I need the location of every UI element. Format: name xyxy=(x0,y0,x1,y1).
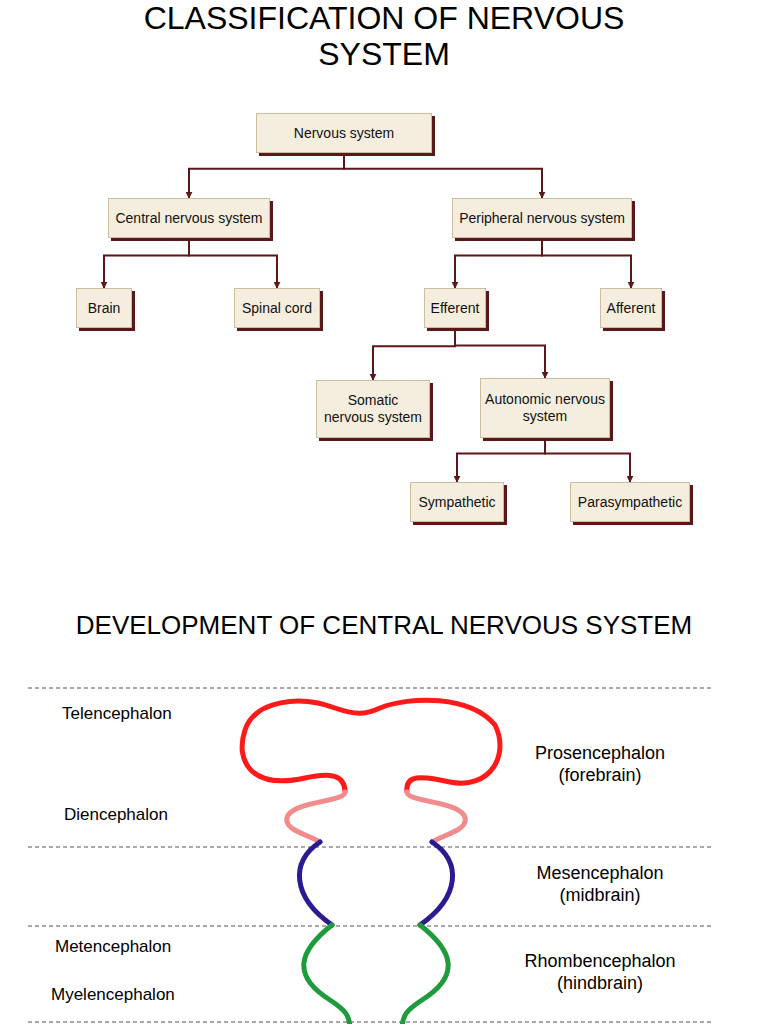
tree-connector xyxy=(455,328,545,378)
classification-box: Peripheral nervous system xyxy=(452,198,632,238)
diencephalon-outline xyxy=(287,792,345,842)
box-label: Nervous system xyxy=(294,125,394,142)
vesicle-label: Prosencephalon (forebrain) xyxy=(505,742,695,786)
divider-line xyxy=(28,847,712,848)
classification-box: Somatic nervous system xyxy=(316,380,430,438)
box-label: Parasympathetic xyxy=(578,494,682,511)
box-label: Autonomic nervous system xyxy=(485,391,605,425)
region-label: Metencephalon xyxy=(55,937,255,957)
divider-line xyxy=(28,1022,712,1023)
classification-box: Parasympathetic xyxy=(570,482,690,522)
vesicle-label: Rhombencephalon (hindbrain) xyxy=(490,950,710,994)
diagram-title: CLASSIFICATION OF NERVOUS SYSTEM xyxy=(0,0,768,72)
classification-box: Brain xyxy=(76,288,132,328)
mesencephalon-outline xyxy=(420,842,453,925)
box-label: Afferent xyxy=(607,300,656,317)
region-label: Telencephalon xyxy=(62,704,262,724)
box-label: Peripheral nervous system xyxy=(459,210,625,227)
classification-box: Sympathetic xyxy=(410,482,504,522)
section-heading: DEVELOPMENT OF CENTRAL NERVOUS SYSTEM xyxy=(20,610,748,641)
diencephalon-outline xyxy=(407,792,465,842)
tree-connector xyxy=(104,238,189,288)
classification-box: Afferent xyxy=(600,288,662,328)
telencephalon-outline xyxy=(242,700,500,792)
region-label: Diencephalon xyxy=(64,805,264,825)
region-label: Myelencephalon xyxy=(51,985,251,1005)
classification-box: Nervous system xyxy=(256,113,432,153)
box-label: Sympathetic xyxy=(418,494,495,511)
tree-connector xyxy=(545,438,630,482)
mesencephalon-outline xyxy=(299,842,332,925)
tree-connector xyxy=(189,153,344,198)
divider-line xyxy=(28,926,712,927)
tree-connector xyxy=(189,238,277,288)
classification-box: Efferent xyxy=(424,288,486,328)
tree-connector xyxy=(455,238,542,288)
box-label: Somatic nervous system xyxy=(321,392,425,426)
box-label: Brain xyxy=(88,300,121,317)
tree-connector xyxy=(542,238,631,288)
classification-box: Autonomic nervous system xyxy=(480,378,610,438)
divider-line xyxy=(28,688,712,689)
box-label: Central nervous system xyxy=(115,210,262,227)
rhombencephalon-outline xyxy=(402,925,448,1024)
box-label: Efferent xyxy=(431,300,480,317)
tree-connector xyxy=(344,153,542,198)
box-label: Spinal cord xyxy=(242,300,312,317)
classification-box: Central nervous system xyxy=(108,198,270,238)
tree-connector xyxy=(457,438,545,482)
vesicle-label: Mesencephalon (midbrain) xyxy=(505,862,695,906)
rhombencephalon-outline xyxy=(304,925,350,1024)
tree-connector xyxy=(373,328,455,380)
classification-box: Spinal cord xyxy=(234,288,320,328)
